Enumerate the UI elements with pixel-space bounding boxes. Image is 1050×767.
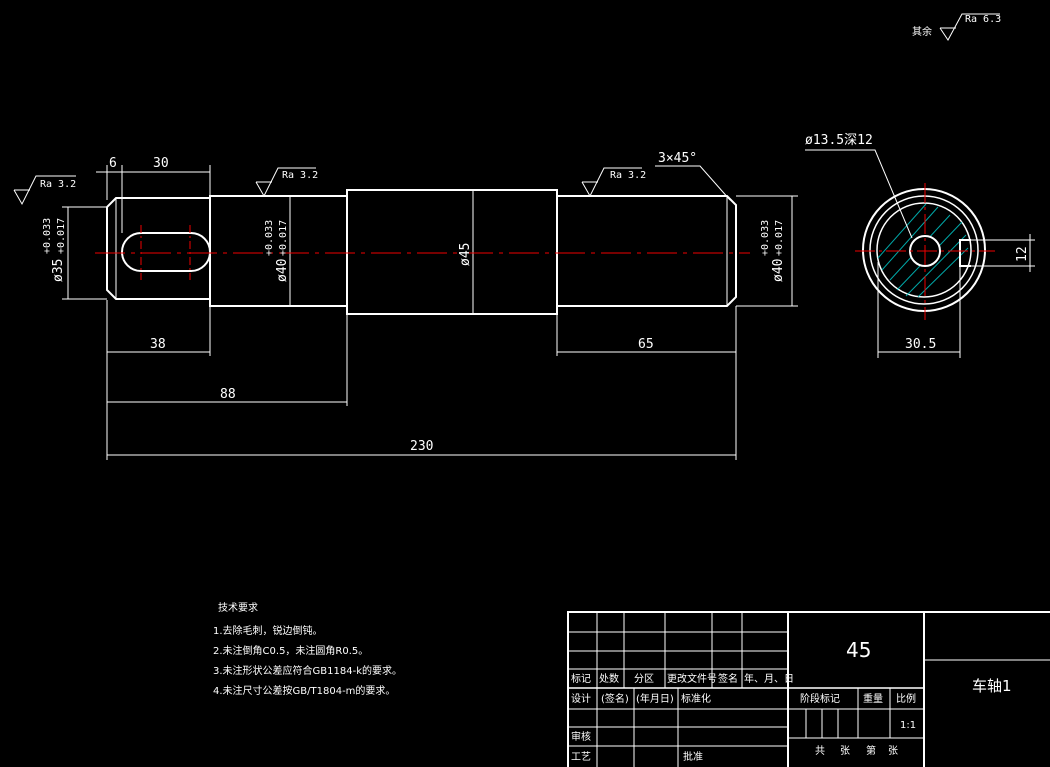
svg-text:工艺: 工艺 [571,751,591,763]
svg-text:张: 张 [840,745,850,757]
svg-text:第: 第 [866,744,876,757]
hole-label: ø13.5深12 [805,133,873,148]
dim-dia35: ø35 +0.033 +0.017 [42,206,107,300]
svg-text:+0.033: +0.033 [264,220,275,256]
dim-88: 88 [220,387,236,402]
dim-65: 65 [638,337,654,352]
dim-dia40-left: ø40 +0.033 +0.017 [264,220,290,282]
svg-text:设计: 设计 [571,692,591,705]
shaft-main-view [95,189,750,315]
svg-text:Ra 3.2: Ra 3.2 [610,170,646,181]
other-finish-label: 其余 [912,25,932,38]
finish-symbol-icon [939,13,1000,41]
svg-text:3×45°: 3×45° [658,151,697,166]
surface-finish-mid: Ra 3.2 [255,167,318,198]
svg-text:+0.033: +0.033 [42,218,53,254]
svg-text:2.未注倒角C0.5，未注圆角R0.5。: 2.未注倒角C0.5，未注圆角R0.5。 [213,644,368,657]
svg-text:批准: 批准 [683,750,703,763]
surface-finish-other: 其余 Ra 6.3 [912,13,1001,41]
svg-text:1.去除毛刺，锐边倒钝。: 1.去除毛刺，锐边倒钝。 [213,624,323,637]
dim-12: 12 [1015,246,1030,262]
svg-text:Ra 3.2: Ra 3.2 [282,170,318,181]
svg-text:年、月、日: 年、月、日 [744,672,794,685]
svg-text:4.未注尺寸公差按GB/T1804-m的要求。: 4.未注尺寸公差按GB/T1804-m的要求。 [213,684,395,697]
part-name: 车轴1 [972,677,1012,695]
surface-finish-right: Ra 3.2 [581,167,646,198]
svg-text:+0.017: +0.017 [774,220,785,256]
svg-text:审核: 审核 [571,730,591,743]
svg-text:重量: 重量 [863,692,883,705]
material: 45 [846,638,871,662]
svg-text:(签名): (签名) [601,692,629,705]
svg-text:ø40: ø40 [275,259,290,282]
dim-30-5: 30.5 [905,337,936,352]
title-block: 标记 处数 分区 更改文件号 签名 年、月、日 设计 (签名) (年月日) 标准… [567,611,1050,767]
dim-30: 30 [153,156,169,171]
svg-text:分区: 分区 [634,673,654,685]
svg-text:ø45: ø45 [458,243,473,266]
surface-finish-left: Ra 3.2 [13,175,76,206]
svg-text:ø40: ø40 [771,259,786,282]
dim-230: 230 [410,439,433,454]
svg-text:更改文件号: 更改文件号 [667,672,717,685]
svg-text:标准化: 标准化 [681,692,711,705]
svg-text:3.未注形状公差应符合GB1184-k的要求。: 3.未注形状公差应符合GB1184-k的要求。 [213,664,402,677]
dims-top-left: 6 30 [96,156,211,233]
svg-text:+0.033: +0.033 [760,220,771,256]
svg-text:张: 张 [888,745,898,757]
svg-text:ø35: ø35 [51,259,66,282]
svg-text:Ra 3.2: Ra 3.2 [40,179,76,190]
dim-6: 6 [109,156,117,171]
keyway-slot [121,232,211,272]
other-finish-ra: Ra 6.3 [965,14,1001,25]
svg-text:+0.017: +0.017 [56,218,67,254]
svg-text:(年月日): (年月日) [636,692,674,705]
section-view: ø13.5深12 12 30.5 [805,133,1035,358]
technical-notes: 技术要求 1.去除毛刺，锐边倒钝。 2.未注倒角C0.5，未注圆角R0.5。 3… [213,601,402,697]
scale-value: 1:1 [900,720,916,731]
dim-38: 38 [150,337,166,352]
svg-text:+0.017: +0.017 [278,220,289,256]
svg-text:标记: 标记 [571,673,591,685]
svg-text:共: 共 [815,745,825,757]
chamfer-callout: 3×45° [655,151,731,201]
svg-text:阶段标记: 阶段标记 [800,692,840,705]
dim-dia45: ø45 [458,243,473,266]
svg-text:处数: 处数 [599,672,619,685]
dim-dia40-right: ø40 +0.033 +0.017 [736,195,798,307]
dims-bottom: 38 65 88 230 [106,300,737,460]
svg-text:比例: 比例 [896,692,916,705]
notes-title: 技术要求 [218,601,258,614]
svg-text:签名: 签名 [718,672,738,685]
